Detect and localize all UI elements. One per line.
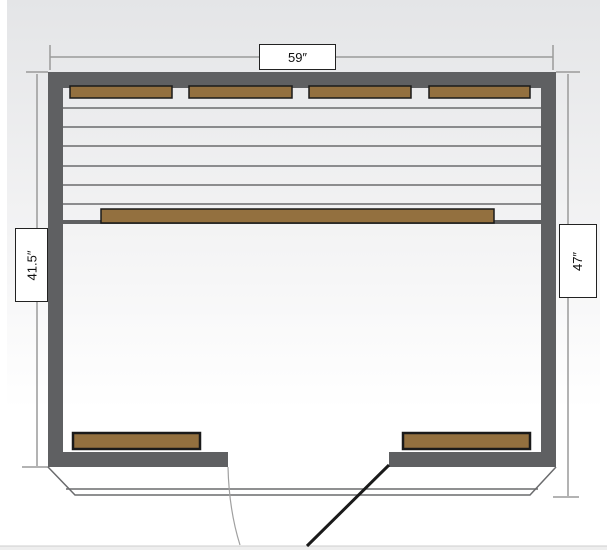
right-depth-dimension-text: 47″ bbox=[570, 251, 586, 271]
door-swing-arc bbox=[227, 466, 241, 546]
backrest-1 bbox=[69, 85, 173, 99]
wall-back bbox=[48, 72, 556, 88]
width-dimension-text: 59″ bbox=[287, 49, 308, 65]
backrest-4 bbox=[428, 85, 531, 99]
wall-left bbox=[48, 72, 63, 467]
front-glass bbox=[47, 466, 557, 496]
backrest-2 bbox=[188, 85, 293, 99]
left-depth-dimension-label: 41.5″ bbox=[15, 228, 48, 302]
door bbox=[305, 463, 391, 548]
bottom-strip bbox=[0, 546, 607, 550]
backrest-3 bbox=[308, 85, 412, 99]
width-dimension-label: 59″ bbox=[259, 44, 336, 70]
benches bbox=[69, 85, 532, 451]
bench-front-right bbox=[401, 431, 532, 451]
bench-long bbox=[100, 208, 495, 224]
wall-front-right bbox=[389, 452, 556, 467]
walls bbox=[48, 72, 556, 467]
left-depth-dimension-text: 41.5″ bbox=[24, 250, 39, 280]
bench-front-left bbox=[71, 431, 202, 451]
bench-slats bbox=[63, 107, 541, 205]
right-depth-dimension-label: 47″ bbox=[559, 224, 597, 298]
wall-right bbox=[541, 72, 556, 467]
wall-front-left bbox=[48, 452, 228, 467]
